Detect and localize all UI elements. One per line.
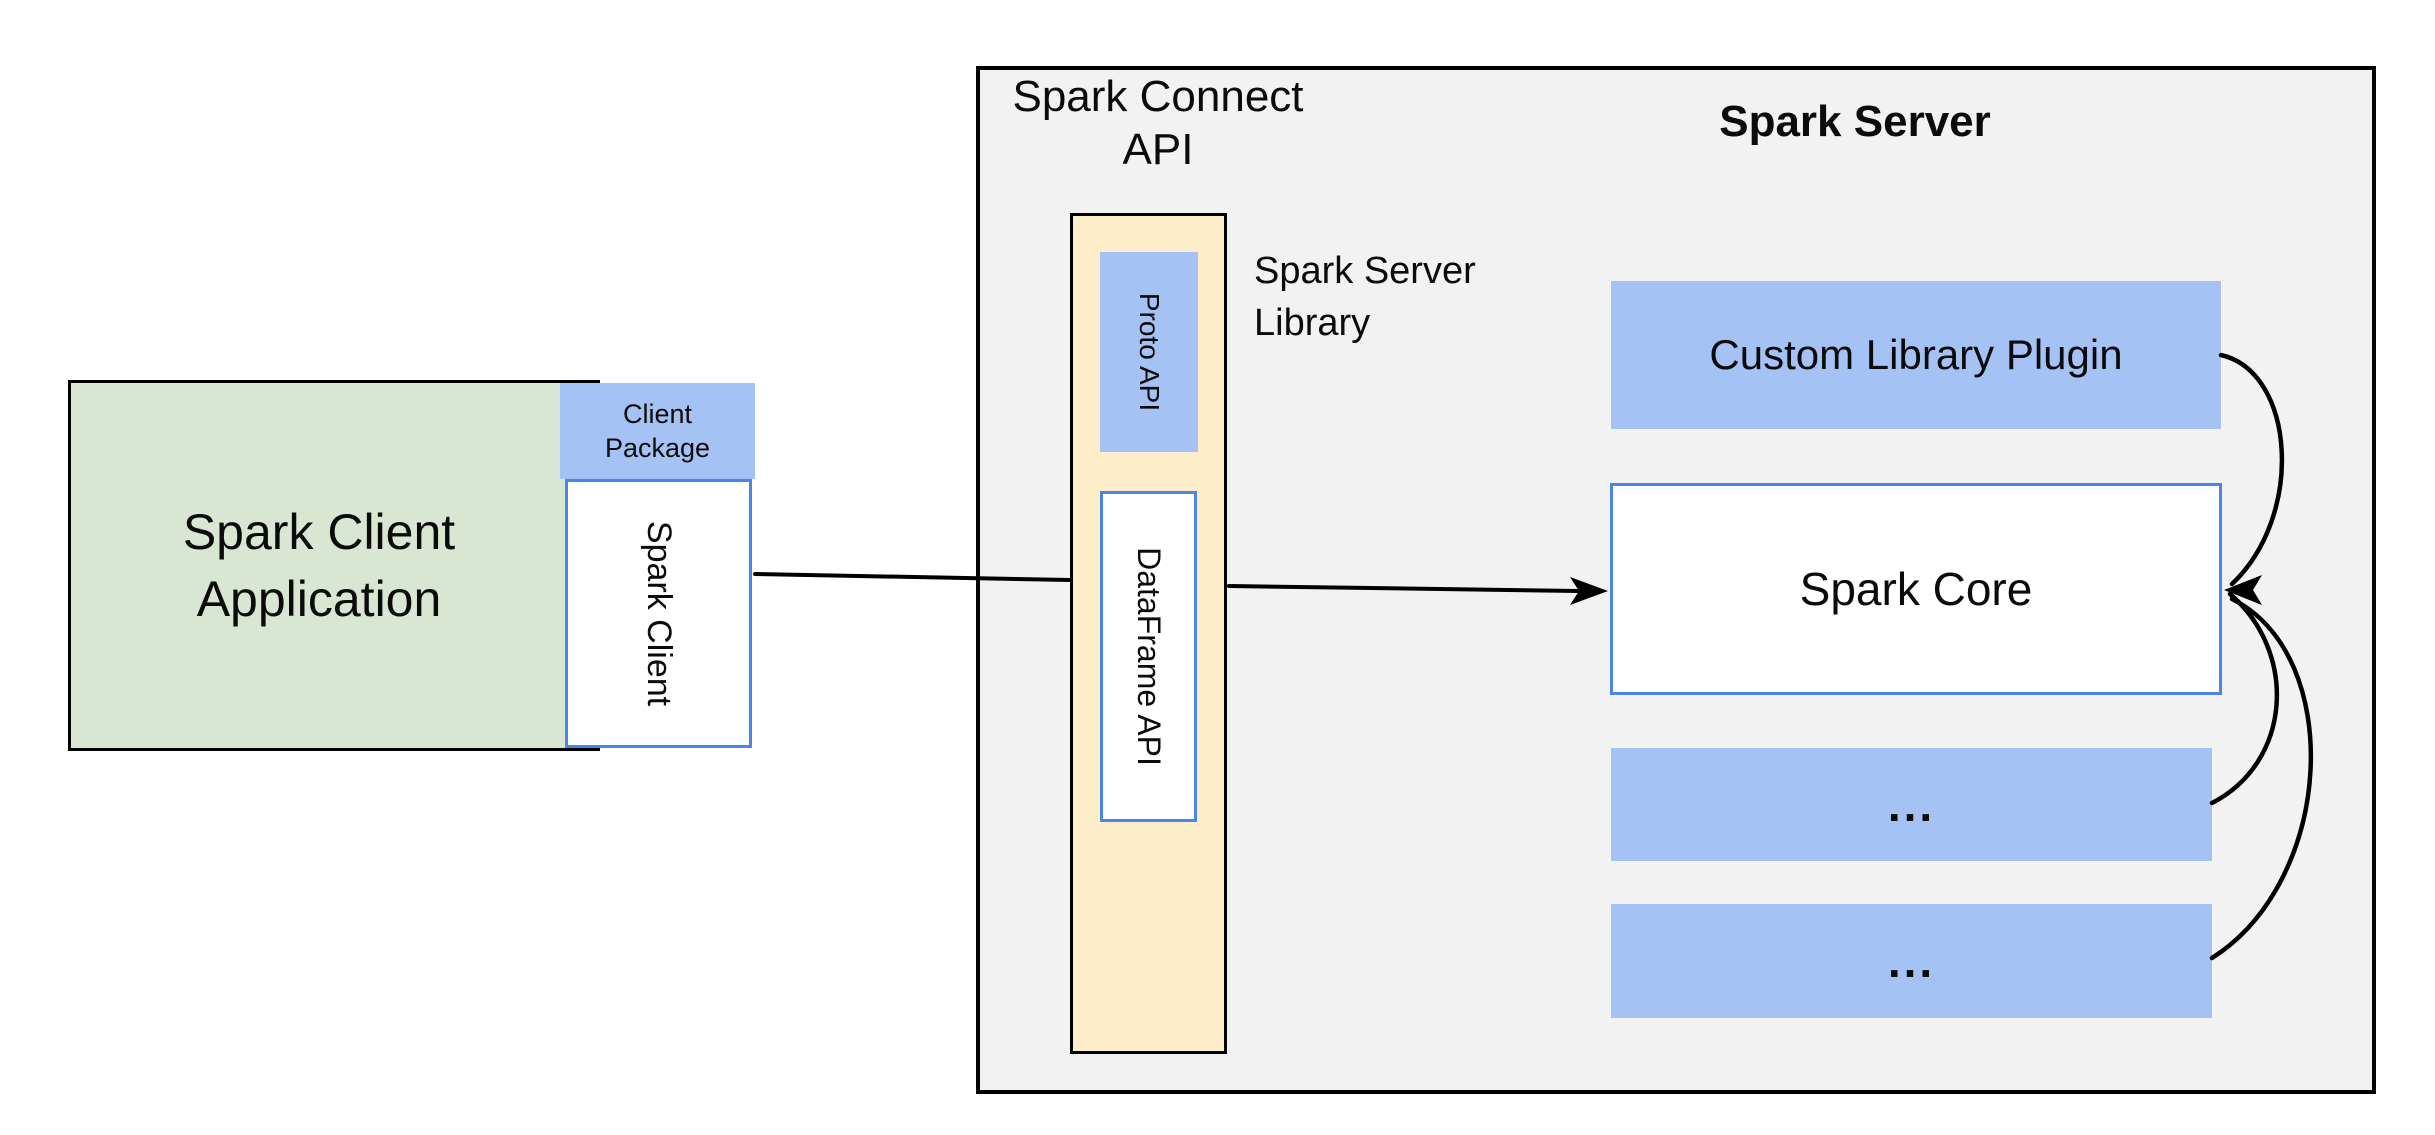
spark-core-box: Spark Core xyxy=(1610,483,2222,695)
more-plugins-box-top: ... xyxy=(1611,748,2212,861)
proto-api-label: Proto API xyxy=(1134,292,1166,412)
spark-connect-api-title-line2: API xyxy=(1122,125,1194,174)
spark-core-label: Spark Core xyxy=(1799,563,2033,615)
custom-library-plugin-box: Custom Library Plugin xyxy=(1611,281,2221,429)
dataframe-api-label: DataFrame API xyxy=(1131,547,1167,766)
client-package-box: Client Package xyxy=(560,383,755,479)
spark-connect-api-title-line1: Spark Connect xyxy=(1012,72,1304,121)
spark-client-label: Spark Client xyxy=(640,520,679,707)
client-package-label-line1: Client xyxy=(622,399,693,429)
spark-server-title: Spark Server xyxy=(1719,97,1991,146)
more-plugins-box-bottom: ... xyxy=(1611,904,2212,1018)
spark-client-application-box: Spark Client Application xyxy=(68,380,600,751)
dataframe-api-box: DataFrame API xyxy=(1100,491,1197,822)
spark-server-library-label: Spark Server Library xyxy=(1254,250,1476,344)
spark-client-application-label: Spark Client Application xyxy=(182,503,456,627)
ellipsis-label-top: ... xyxy=(1887,778,1936,831)
client-package-label-line2: Package xyxy=(604,433,711,463)
custom-library-plugin-label: Custom Library Plugin xyxy=(1709,331,2123,378)
ellipsis-label-bottom: ... xyxy=(1887,935,1936,987)
proto-api-box: Proto API xyxy=(1100,252,1198,452)
spark-client-box: Spark Client xyxy=(565,479,752,748)
spark-connect-api-title: Spark Connect API xyxy=(958,70,1358,176)
